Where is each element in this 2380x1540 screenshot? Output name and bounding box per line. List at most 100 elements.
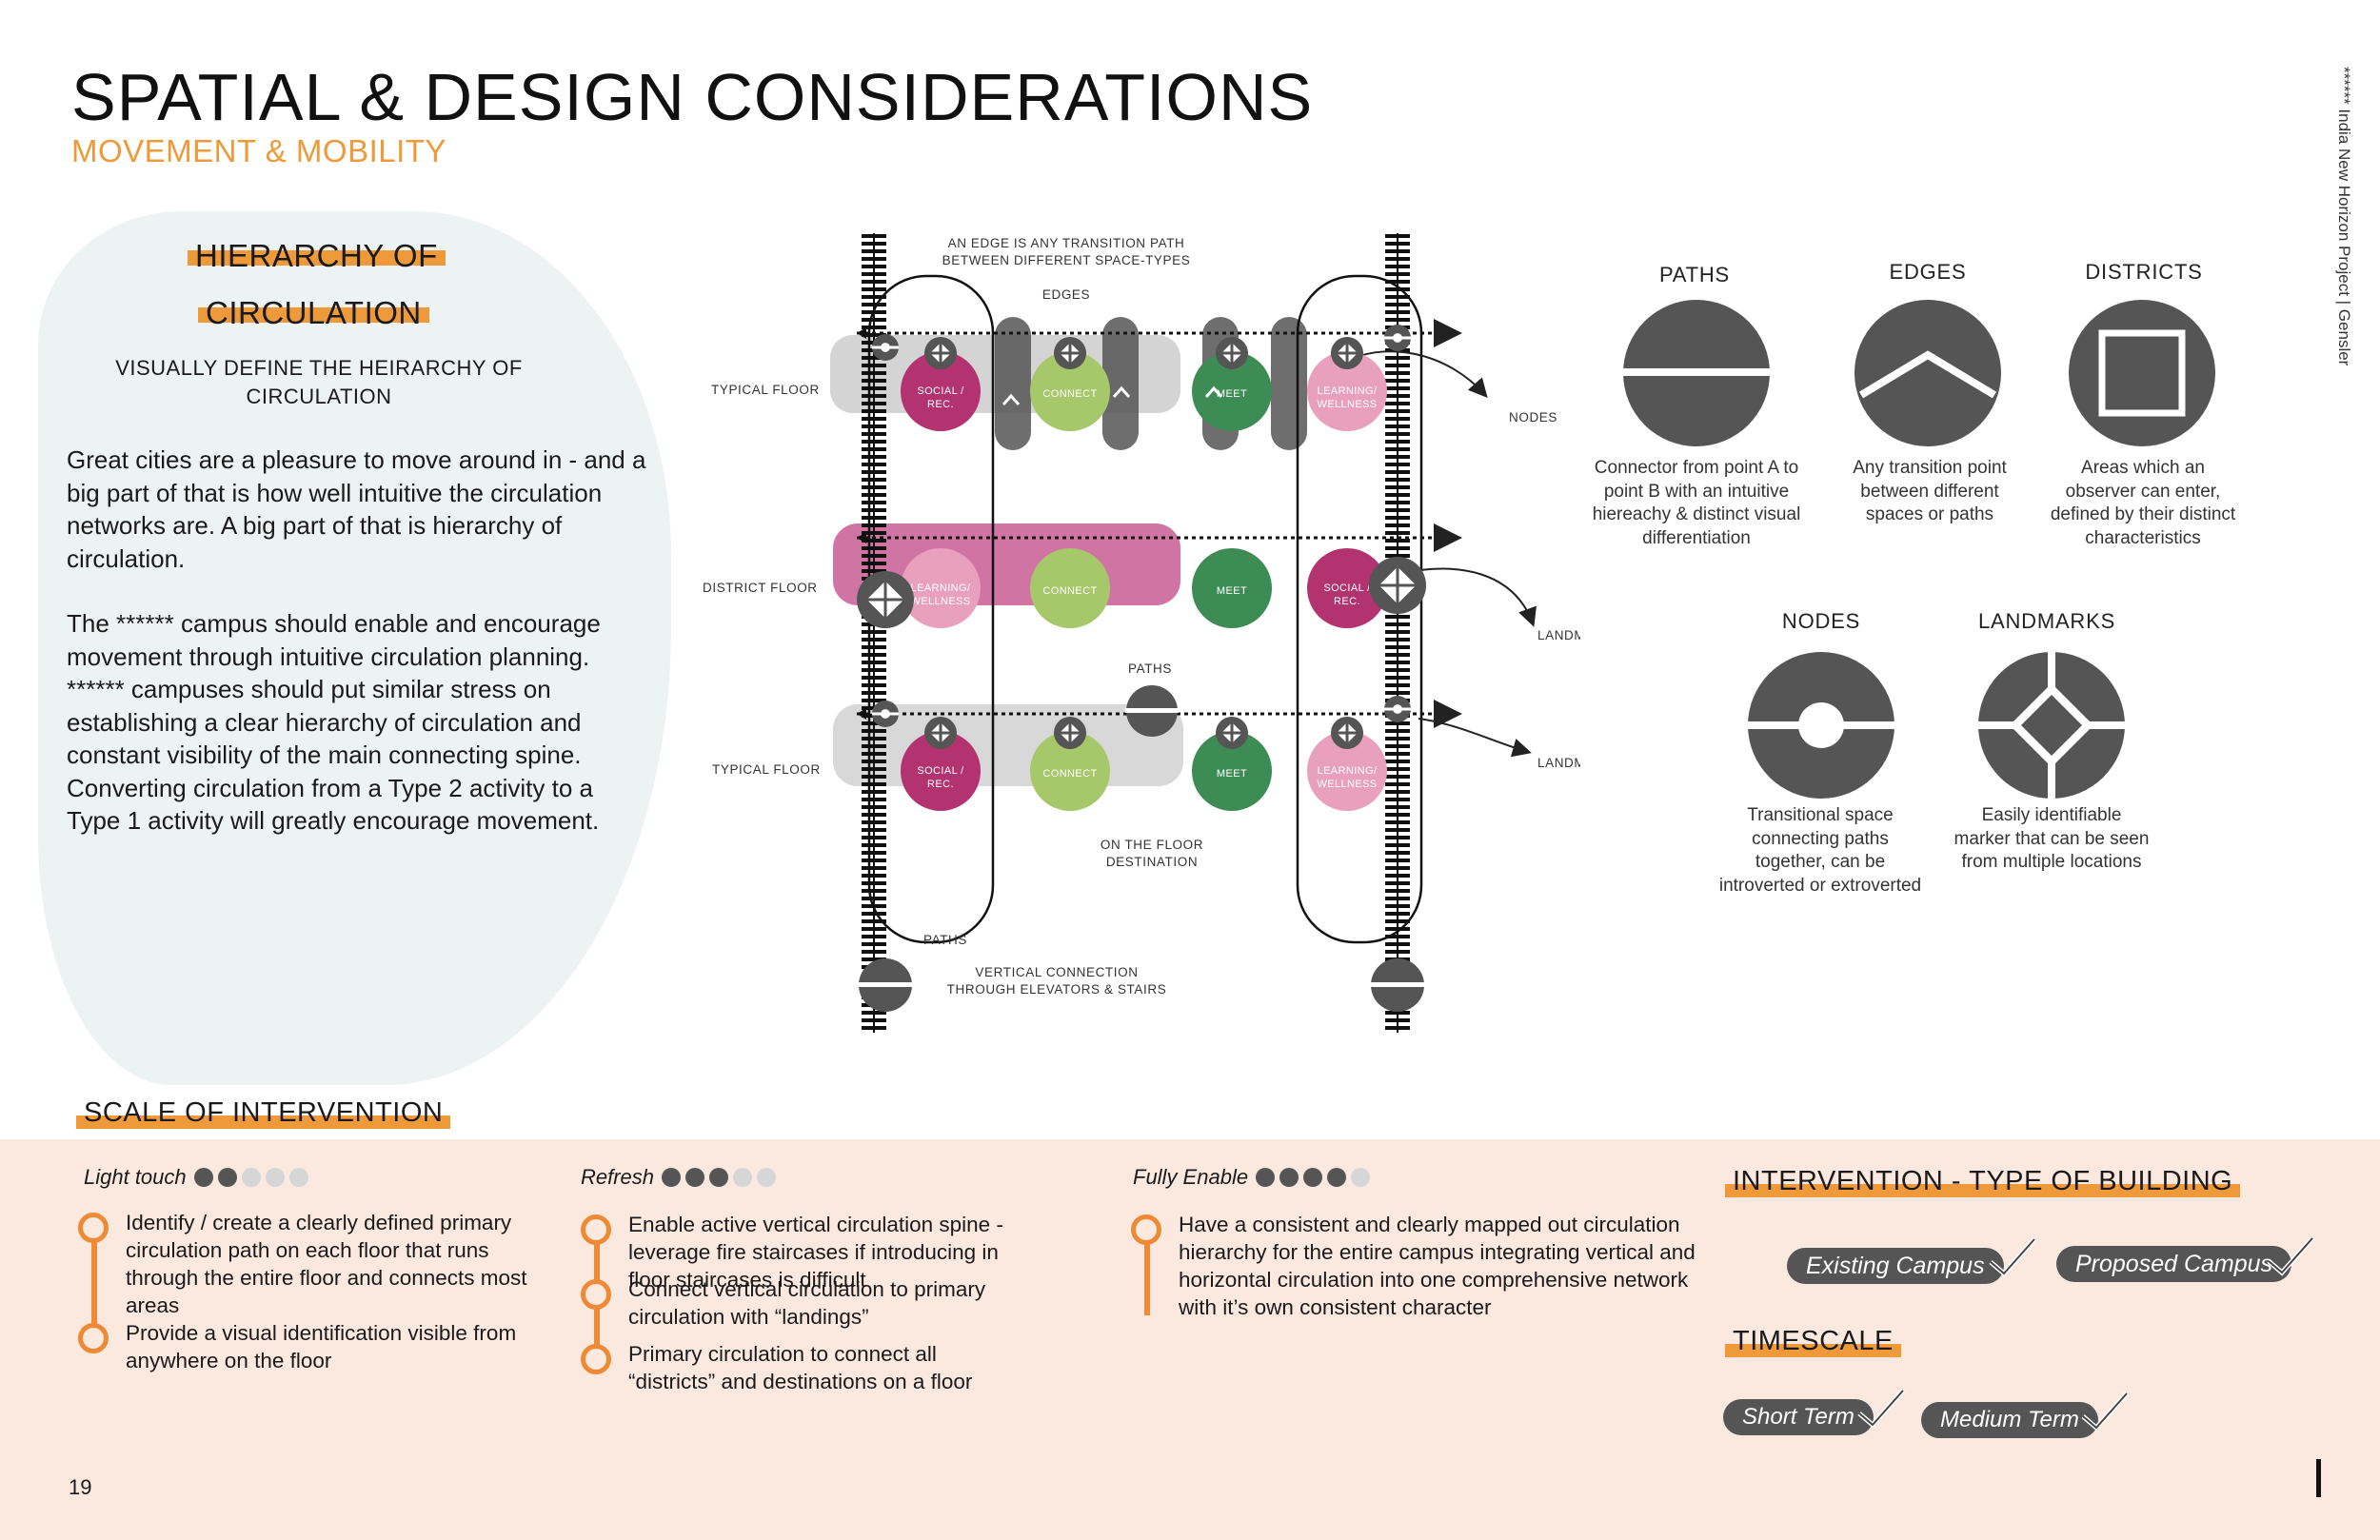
- space-circle: [1192, 731, 1272, 811]
- body-paragraph-1: Great cities are a pleasure to move arou…: [67, 445, 646, 573]
- destination-line1: ON THE FLOOR: [1101, 838, 1203, 852]
- rating-dot-empty: [733, 1168, 753, 1187]
- item-text: Enable active vertical circulation spine…: [628, 1213, 1003, 1292]
- page-marker-bar: [2316, 1459, 2321, 1497]
- refresh-items: Enable active vertical circulation spine…: [581, 1211, 1028, 1395]
- item-text: Have a consistent and clearly mapped out…: [1179, 1213, 1696, 1319]
- space-circle: [1307, 731, 1387, 811]
- level-name: Fully Enable: [1133, 1165, 1249, 1189]
- building-type-title: INTERVENTION - TYPE OF BUILDING: [1725, 1168, 2241, 1197]
- landmark-label-2: LANDMARK: [1537, 756, 1580, 770]
- body-paragraph-2: The ****** campus should enable and enco…: [67, 609, 601, 835]
- space-label: CONNECT: [1042, 388, 1097, 400]
- node-marker: [1369, 557, 1426, 614]
- rating-dot-filled: [685, 1168, 705, 1187]
- item-text: Primary circulation to connect all “dist…: [628, 1342, 973, 1393]
- rating-dot-empty: [1351, 1168, 1371, 1187]
- option-proposed-campus: Proposed Campus: [2056, 1246, 2292, 1282]
- space-circle: [901, 351, 981, 431]
- rating-dot-filled: [193, 1168, 213, 1187]
- scale-title: SCALE OF INTERVENTION: [76, 1099, 451, 1129]
- landmarks-icon: [1978, 652, 2125, 799]
- edge-bar: [1271, 317, 1307, 450]
- check-icon: [1989, 1237, 2036, 1277]
- edge-bar: [1102, 317, 1139, 450]
- legend-nodes-title: NODES: [1781, 609, 1861, 633]
- space-label: CONNECT: [1042, 585, 1097, 597]
- list-item: Primary circulation to connect all “dist…: [581, 1340, 1028, 1395]
- space-circles: SOCIAL / REC. CONNECT MEET LEARNING/WELLNESS…: [857, 325, 1426, 811]
- paths-icon: [1623, 300, 1770, 446]
- districts-icon: [2069, 300, 2215, 446]
- check-icon: [2267, 1236, 2314, 1276]
- list-item: Provide a visual identification visible …: [78, 1319, 545, 1374]
- space-label: LEARNING/: [911, 582, 971, 594]
- option-existing-campus: Existing Campus: [1787, 1248, 2004, 1284]
- edge-chevron: [1002, 393, 1021, 405]
- space-label: CONNECT: [1042, 768, 1097, 780]
- floor-label-typical-top: TYPICAL FLOOR: [711, 383, 820, 397]
- rating-dot-empty: [265, 1168, 285, 1187]
- legend-districts-title: DISTRICTS: [2085, 260, 2203, 284]
- legend-districts-desc: Areas which an observer can enter, defin…: [2050, 458, 2236, 548]
- page-number: 19: [69, 1475, 92, 1499]
- info-panel-background: [38, 211, 671, 1085]
- page-title: SPATIAL & DESIGN CONSIDERATIONS: [71, 60, 1314, 134]
- space-label: MEET: [1217, 768, 1247, 780]
- check-icon: [2081, 1392, 2129, 1431]
- legend-landmarks-title: LANDMARKS: [1977, 609, 2116, 633]
- level-rating: [1256, 1168, 1371, 1187]
- space-circle: [1030, 548, 1110, 628]
- destination-line2: DESTINATION: [1106, 855, 1198, 869]
- paths-label-mid: PATHS: [1128, 661, 1172, 676]
- space-circle: [1307, 548, 1387, 628]
- legend-edges-desc: Any transition point between different s…: [1853, 458, 2007, 524]
- paths-label-bottom: PATHS: [923, 933, 967, 947]
- vertical-line1: VERTICAL CONNECTION: [975, 965, 1138, 979]
- space-circle: [1030, 351, 1110, 431]
- node-marker: [1216, 337, 1248, 369]
- edges-label: EDGES: [1042, 287, 1090, 302]
- option-short-term: Short Term: [1723, 1399, 1874, 1435]
- item-text: Identify / create a clearly defined prim…: [126, 1211, 527, 1317]
- space-label: LEARNING/: [1318, 765, 1378, 777]
- space-label: LEARNING/: [1318, 385, 1378, 397]
- edge-note-line1: AN EDGE IS ANY TRANSITION PATH: [948, 236, 1185, 250]
- side-note-text: ****** India New Horizon Project | Gensl…: [2335, 67, 2353, 366]
- node-marker: [924, 717, 957, 749]
- list-item: Identify / create a clearly defined prim…: [78, 1209, 545, 1329]
- bullet-ring: [78, 1213, 109, 1243]
- legend-paths-desc: Connector from point A to point B with a…: [1592, 458, 1801, 548]
- fully-enable-items: Have a consistent and clearly mapped out…: [1131, 1211, 1702, 1321]
- circulation-loop-right: [1296, 274, 1423, 944]
- rating-dot-filled: [1256, 1168, 1276, 1187]
- rating-dot-filled: [1279, 1168, 1299, 1187]
- edge-note-line2: BETWEEN DIFFERENT SPACE-TYPES: [942, 253, 1191, 267]
- space-circle: [1192, 548, 1272, 628]
- rating-dot-filled: [1327, 1168, 1347, 1187]
- node-marker: [1331, 717, 1363, 749]
- node-marker: [1384, 325, 1411, 351]
- node-marker: [924, 337, 957, 369]
- space-label: SOCIAL /: [1323, 582, 1371, 594]
- space-label: SOCIAL /: [917, 765, 964, 777]
- list-item: Connect vertical circulation to primary …: [581, 1275, 1028, 1334]
- floor-label-district: DISTRICT FLOOR: [703, 581, 818, 595]
- space-label: REC.: [927, 779, 954, 790]
- floor-label-typical-bottom: TYPICAL FLOOR: [712, 762, 821, 777]
- bullet-ring: [1131, 1214, 1161, 1245]
- space-label: MEET: [1217, 388, 1247, 400]
- edge-chevron: [1204, 385, 1223, 398]
- node-marker: [1216, 717, 1248, 749]
- node-marker: [1384, 696, 1411, 722]
- page-subtitle: MOVEMENT & MOBILITY: [71, 133, 446, 168]
- level-light-touch: Light touch: [84, 1165, 308, 1190]
- space-label: WELLNESS: [910, 596, 970, 607]
- section-subheading: VISUALLY DEFINE THE HEIRARCHY OF CIRCULA…: [115, 356, 523, 408]
- space-label: REC.: [927, 399, 954, 410]
- space-circle: [901, 731, 981, 811]
- rating-dot-empty: [241, 1168, 261, 1187]
- rating-dot-empty: [757, 1168, 777, 1187]
- legend-nodes-desc: Transitional space connecting paths toge…: [1718, 805, 1922, 896]
- space-label: WELLNESS: [1317, 779, 1377, 790]
